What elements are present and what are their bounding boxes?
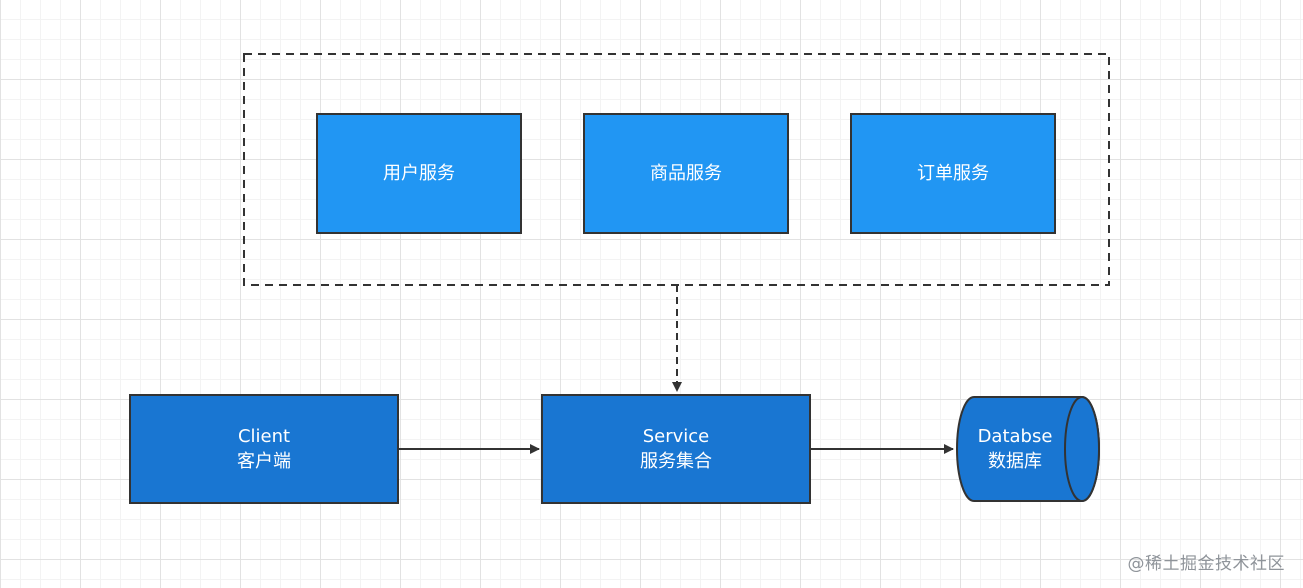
client-title: Client bbox=[237, 426, 291, 447]
client-box[interactable]: Client 客户端 bbox=[129, 394, 399, 504]
service-box[interactable]: Service 服务集合 bbox=[541, 394, 811, 504]
service-subtitle: 服务集合 bbox=[640, 451, 712, 472]
user-service-box[interactable]: 用户服务 bbox=[316, 113, 522, 234]
product-service-box[interactable]: 商品服务 bbox=[583, 113, 789, 234]
client-subtitle: 客户端 bbox=[237, 451, 291, 472]
service-title: Service bbox=[642, 426, 710, 447]
database-label: Databse 数据库 bbox=[958, 397, 1072, 501]
database-cylinder[interactable] bbox=[956, 396, 1100, 502]
database-title: Databse bbox=[977, 426, 1053, 447]
product-service-label: 商品服务 bbox=[650, 163, 722, 184]
user-service-label: 用户服务 bbox=[383, 163, 455, 184]
order-service-label: 订单服务 bbox=[917, 163, 989, 184]
database-subtitle: 数据库 bbox=[988, 451, 1042, 472]
order-service-box[interactable]: 订单服务 bbox=[850, 113, 1056, 234]
watermark: @稀土掘金技术社区 bbox=[1127, 554, 1285, 574]
